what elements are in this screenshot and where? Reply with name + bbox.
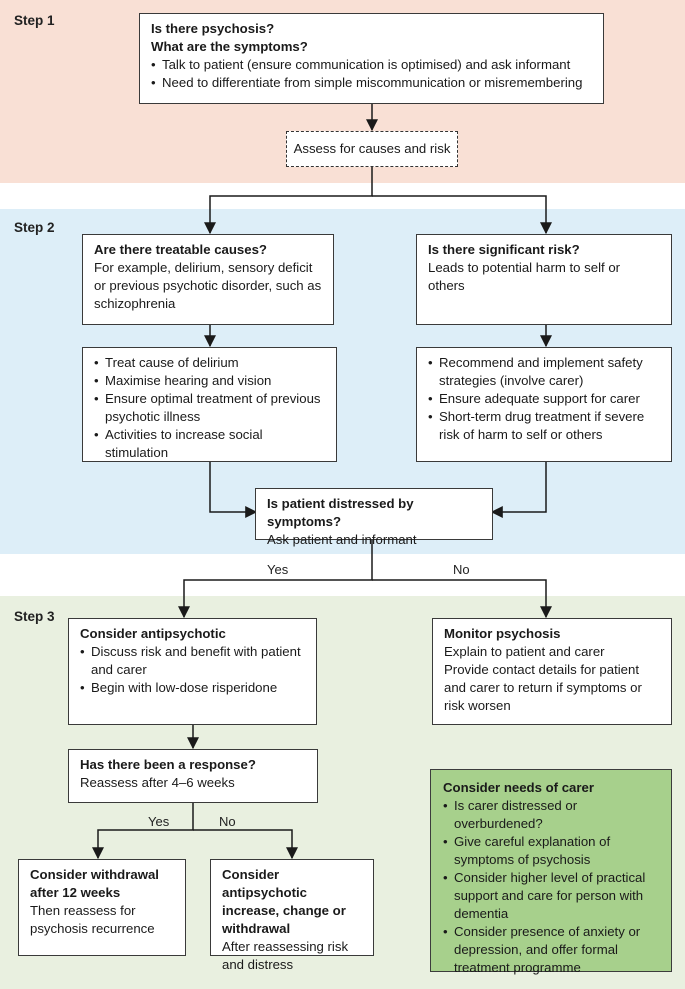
distress-question-box: Is patient distressed by symptoms? Ask p… xyxy=(255,488,493,547)
list-item: Ensure optimal treatment of previous psy… xyxy=(94,390,327,426)
arrow-assess-to-treatable xyxy=(204,167,373,235)
branch-label-no-response: No xyxy=(219,814,236,829)
arrow-distress-yes xyxy=(178,540,373,619)
treatable-text: For example, delirium, sensory deficit o… xyxy=(94,260,322,311)
treatable-causes-box: Are there treatable causes? For example,… xyxy=(82,234,334,325)
response-title: Has there been a response? xyxy=(80,757,256,772)
significant-risk-box: Is there significant risk? Leads to pote… xyxy=(416,234,672,325)
list-item: Give careful explanation of symptoms of … xyxy=(443,833,624,869)
branch-label-no: No xyxy=(453,562,470,577)
psychosis-title-line1: Is there psychosis? xyxy=(151,21,275,36)
safety-bullets: Recommend and implement safety strategie… xyxy=(428,354,662,444)
list-item: Recommend and implement safety strategie… xyxy=(428,354,662,390)
withdrawal-title: Consider withdrawal after 12 weeks xyxy=(30,867,159,900)
list-item: Discuss risk and benefit with patient an… xyxy=(80,643,307,679)
list-item: Maximise hearing and vision xyxy=(94,372,327,390)
list-item: Treat cause of delirium xyxy=(94,354,327,372)
consider-antipsychotic-box: Consider antipsychotic Discuss risk and … xyxy=(68,618,317,725)
treatable-actions-box: Treat cause of delirium Maximise hearing… xyxy=(82,347,337,462)
consider-withdrawal-box: Consider withdrawal after 12 weeks Then … xyxy=(18,859,186,956)
carer-title: Consider needs of carer xyxy=(443,780,594,795)
treatable-title: Are there treatable causes? xyxy=(94,242,267,257)
list-item: Begin with low-dose risperidone xyxy=(80,679,307,697)
monitor-line-1: Explain to patient and carer xyxy=(444,644,605,659)
arrow-response-yes xyxy=(92,803,194,860)
branch-label-yes: Yes xyxy=(267,562,289,577)
antipsychotic-change-box: Consider antipsychotic increase, change … xyxy=(210,859,374,972)
list-item: Short-term drug treatment if severe risk… xyxy=(428,408,662,444)
response-question-box: Has there been a response? Reassess afte… xyxy=(68,749,318,803)
carer-needs-box: Consider needs of carer Is carer distres… xyxy=(430,769,672,975)
psychosis-bullets: Talk to patient (ensure communication is… xyxy=(151,56,594,92)
list-item: Consider presence of anxiety or depressi… xyxy=(443,923,669,977)
arrow-safety-to-distress xyxy=(490,462,547,518)
response-text: Reassess after 4–6 weeks xyxy=(80,775,235,790)
psychosis-question-box: Is there psychosis? What are the symptom… xyxy=(139,13,604,104)
step2-label: Step 2 xyxy=(14,220,55,235)
monitor-line-2: Provide contact details for patient and … xyxy=(444,662,642,713)
step3-label: Step 3 xyxy=(14,609,55,624)
treatable-actions-bullets: Treat cause of delirium Maximise hearing… xyxy=(94,354,327,462)
safety-strategies-box: Recommend and implement safety strategie… xyxy=(416,347,672,462)
step1-label: Step 1 xyxy=(14,13,55,28)
list-item: Need to differentiate from simple miscom… xyxy=(151,74,594,92)
monitor-psychosis-box: Monitor psychosis Explain to patient and… xyxy=(432,618,672,725)
distress-title: Is patient distressed by symptoms? xyxy=(267,496,414,529)
psychosis-title-line2: What are the symptoms? xyxy=(151,39,308,54)
withdrawal-text: Then reassess for psychosis recurrence xyxy=(30,903,155,936)
assess-causes-risk-box: Assess for causes and risk xyxy=(286,131,458,167)
risk-title: Is there significant risk? xyxy=(428,242,580,257)
list-item: Talk to patient (ensure communication is… xyxy=(151,56,594,74)
antipsychotic-title: Consider antipsychotic xyxy=(80,626,226,641)
list-item: Ensure adequate support for carer xyxy=(428,390,662,408)
arrow-assess-to-risk xyxy=(372,195,552,235)
risk-text: Leads to potential harm to self or other… xyxy=(428,260,621,293)
arrow-actions-to-distress xyxy=(209,462,258,518)
carer-bullets: Is carer distressed or overburdened? Giv… xyxy=(443,797,661,977)
change-text: After reassessing risk and distress xyxy=(222,939,349,972)
change-title: Consider antipsychotic increase, change … xyxy=(222,867,346,936)
branch-label-yes-response: Yes xyxy=(148,814,170,829)
assess-text: Assess for causes and risk xyxy=(293,141,451,156)
monitor-title: Monitor psychosis xyxy=(444,626,561,641)
arrow-distress-no xyxy=(372,579,552,619)
arrow-response-no xyxy=(193,829,298,860)
list-item: Activities to increase social stimulatio… xyxy=(94,426,327,462)
list-item: Consider higher level of practical suppo… xyxy=(443,869,654,923)
antipsychotic-bullets: Discuss risk and benefit with patient an… xyxy=(80,643,307,697)
distress-text: Ask patient and informant xyxy=(267,532,417,547)
list-item: Is carer distressed or overburdened? xyxy=(443,797,661,833)
